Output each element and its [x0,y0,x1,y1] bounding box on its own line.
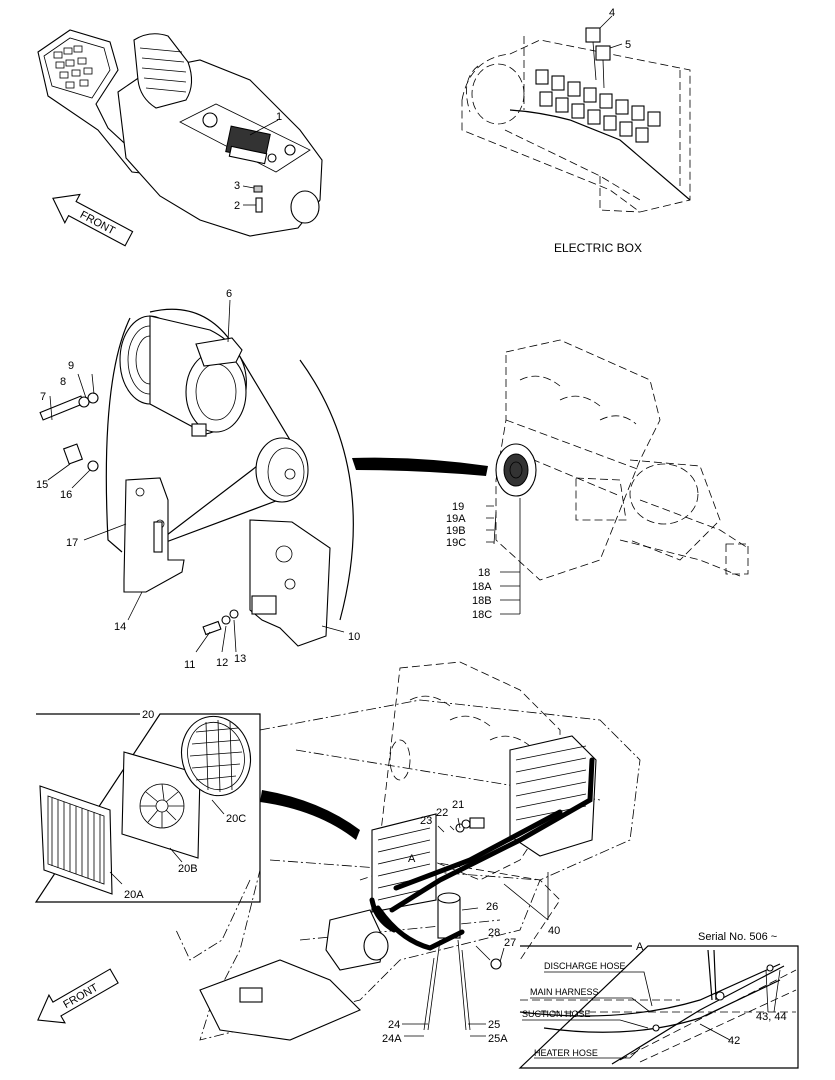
heater-hose-label: HEATER HOSE [534,1048,598,1058]
callout-18a: 18A [472,581,492,593]
callout-19: 19 [452,501,464,513]
control-console-drawing [37,29,323,237]
main-harness-label: MAIN HARNESS [530,987,599,997]
callout-19b: 19B [446,525,466,537]
suction-hose-label: SUCTION HOSE [522,1009,591,1019]
callout-3: 3 [234,180,240,192]
callout-14: 14 [114,621,126,633]
callout-18c: 18C [472,609,492,621]
callout-20a: 20A [124,889,144,901]
leader-bar-condenser [260,790,360,840]
callout-11: 11 [184,659,195,671]
detail-a-title: A [636,941,644,953]
callout-24a: 24A [382,1033,402,1045]
callout-43-44: 43, 44 [756,1011,787,1023]
callout-15: 15 [36,479,48,491]
callout-26: 26 [486,901,498,913]
callout-9: 9 [68,360,74,372]
callout-16: 16 [60,489,72,501]
callout-27: 27 [504,937,516,949]
callout-10: 10 [348,631,360,643]
callout-2: 2 [234,200,240,212]
callout-21: 21 [452,799,464,811]
callout-19c: 19C [446,537,466,549]
callout-8: 8 [60,376,66,388]
electric-box-drawing [461,15,691,213]
callout-25: 25 [488,1019,500,1031]
callout-20c: 20C [226,813,246,825]
leader-bar-engine [352,457,488,476]
callout-4: 4 [609,7,615,19]
electric-box-title: ELECTRIC BOX [554,241,642,255]
callout-40: 40 [548,925,560,937]
callout-13: 13 [234,653,246,665]
front-arrow-bottom: FRONT [37,968,119,1024]
serial-number-label: Serial No. 506 ~ [698,931,777,943]
callout-6: 6 [226,288,232,300]
callout-17: 17 [66,537,78,549]
front-arrow-top: FRONT [52,193,134,247]
detail-a-box [518,945,799,1069]
compressor-drawing [39,299,345,653]
callout-24: 24 [388,1019,400,1031]
callout-22: 22 [436,807,448,819]
callout-25a: 25A [488,1033,508,1045]
callout-23: 23 [420,815,432,827]
condenser-detail-box [34,713,261,903]
callout-42: 42 [728,1035,740,1047]
callout-5: 5 [625,39,631,51]
callout-20b: 20B [178,863,198,875]
machine-frame-drawing [175,661,641,1041]
callout-19a: 19A [446,513,466,525]
callout-18b: 18B [472,595,492,607]
callout-7: 7 [40,391,46,403]
engine-drawing [486,339,749,615]
detail-a-marker: A [408,853,416,865]
callout-12: 12 [216,657,228,669]
callout-28: 28 [488,927,500,939]
section-arc [299,359,354,621]
hoses-drawing [369,757,595,951]
callout-1: 1 [276,111,282,123]
callout-20: 20 [142,709,154,721]
discharge-hose-label: DISCHARGE HOSE [544,961,626,971]
callout-18: 18 [478,567,490,579]
